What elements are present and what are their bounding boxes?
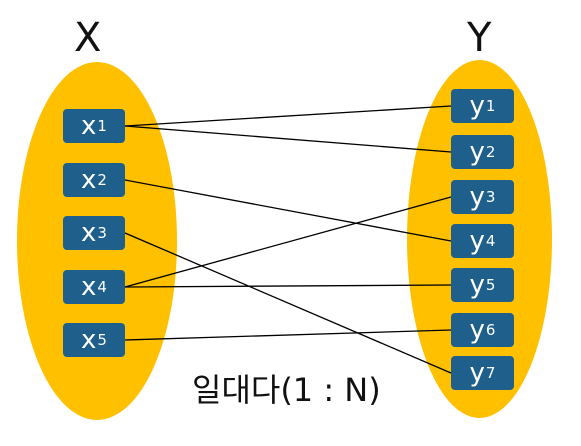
- set-y-element-y6-letter: y: [469, 315, 485, 345]
- set-y-element-y2-letter: y: [469, 137, 485, 167]
- set-y-element-y3-subscript: 3: [485, 187, 496, 206]
- set-x-element-x3-letter: x: [81, 218, 97, 248]
- set-y-element-y1-subscript: 1: [485, 96, 496, 115]
- mapping-line-x4-y3: [124, 196, 452, 288]
- set-x-element-x1-subscript: 1: [97, 116, 107, 135]
- set-x-title: X: [74, 15, 102, 61]
- set-x-element-x2-subscript: 2: [97, 170, 107, 189]
- set-x-element-x5-subscript: 5: [97, 330, 107, 349]
- mapping-line-x4-y5: [124, 284, 452, 288]
- mapping-line-x2-y4: [124, 179, 452, 242]
- mapping-line-x1-y1: [124, 105, 452, 127]
- set-y-element-y7-subscript: 7: [485, 363, 496, 382]
- set-x-element-x4-subscript: 4: [97, 277, 107, 296]
- set-y-element-y4-letter: y: [469, 226, 485, 256]
- set-y-title: Y: [467, 15, 492, 61]
- set-x-element-x2-letter: x: [81, 165, 97, 195]
- set-y-element-y5-subscript: 5: [485, 275, 496, 294]
- diagram-caption: 일대다(1 : N): [192, 371, 381, 409]
- set-x-element-x3-subscript: 3: [97, 223, 107, 242]
- set-y-element-y5-letter: y: [469, 270, 485, 300]
- set-y-element-y7-letter: y: [469, 358, 485, 388]
- set-y-element-y3-letter: y: [469, 182, 485, 212]
- set-x-element-x5-letter: x: [81, 325, 97, 355]
- mapping-line-x1-y2: [124, 125, 452, 153]
- set-y-element-y6-subscript: 6: [485, 320, 496, 339]
- set-y-element-y4-subscript: 4: [485, 231, 496, 250]
- set-x-element-x4-letter: x: [81, 272, 97, 302]
- mapping-line-x3-y7: [124, 232, 452, 374]
- set-y-element-y1-letter: y: [469, 91, 485, 121]
- set-y-element-y2-subscript: 2: [485, 142, 496, 161]
- set-x-element-x1-letter: x: [81, 111, 97, 141]
- mapping-line-x5-y6: [124, 329, 452, 341]
